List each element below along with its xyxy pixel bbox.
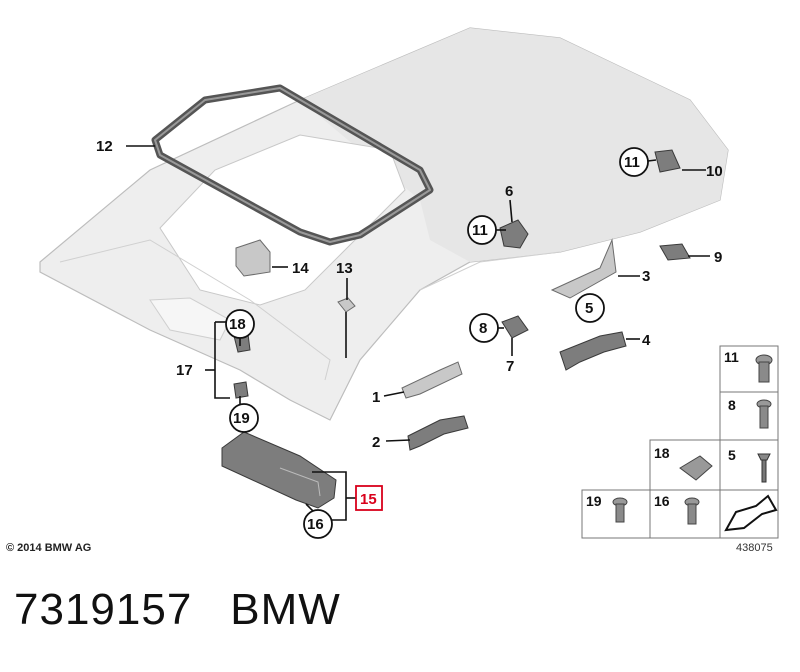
- legend-16: 16: [654, 493, 670, 509]
- callout-17: 17: [176, 362, 193, 379]
- part-number: 7319157: [14, 585, 193, 634]
- screw-icon: [756, 399, 772, 429]
- callout-14: 14: [292, 260, 309, 277]
- callout-13: 13: [336, 260, 353, 277]
- headliner-panel: [39, 27, 729, 421]
- callout-8: 8: [479, 320, 487, 337]
- callout-11a: 11: [472, 222, 488, 239]
- parts: [221, 149, 691, 509]
- legend-5: 5: [728, 447, 736, 463]
- callout-19: 19: [233, 410, 250, 427]
- brand-name: BMW: [230, 585, 341, 634]
- legend-grid: 11 8 18 5 19 16: [581, 345, 779, 539]
- callout-3: 3: [642, 268, 650, 285]
- callout-5: 5: [585, 300, 593, 317]
- highlight-box-15: [355, 485, 383, 511]
- callout-7: 7: [506, 358, 514, 375]
- sunroof-seal: [151, 84, 434, 246]
- screw-icon: [684, 497, 700, 525]
- callouts: 12 14 13 17 18 19 6 11 11 10 9 3 5 8 7 4…: [96, 138, 723, 539]
- leader-lines: [126, 145, 710, 521]
- callout-10: 10: [706, 163, 723, 180]
- callout-6: 6: [505, 183, 513, 200]
- callout-4: 4: [642, 332, 651, 349]
- callout-1: 1: [372, 389, 380, 406]
- legend-8: 8: [728, 397, 736, 413]
- callout-9: 9: [714, 249, 722, 266]
- callout-16: 16: [307, 516, 324, 533]
- legend-19: 19: [586, 493, 602, 509]
- screw-icon: [612, 497, 628, 523]
- callout-11b: 11: [624, 154, 640, 171]
- callout-18: 18: [229, 316, 246, 333]
- legend-18: 18: [654, 445, 670, 461]
- callout-12: 12: [96, 138, 113, 155]
- bolt-icon: [757, 453, 771, 483]
- callout-2: 2: [372, 434, 380, 451]
- callout-15: 15: [360, 491, 377, 508]
- copyright-text: © 2014 BMW AG: [6, 542, 92, 554]
- diagram-ref-number: 438075: [736, 542, 773, 554]
- clip-icon: [679, 455, 713, 481]
- footer-caption: 7319157 BMW: [14, 585, 379, 635]
- screw-icon: [755, 354, 773, 383]
- legend-11: 11: [724, 349, 739, 365]
- arrow-icon: [724, 494, 778, 532]
